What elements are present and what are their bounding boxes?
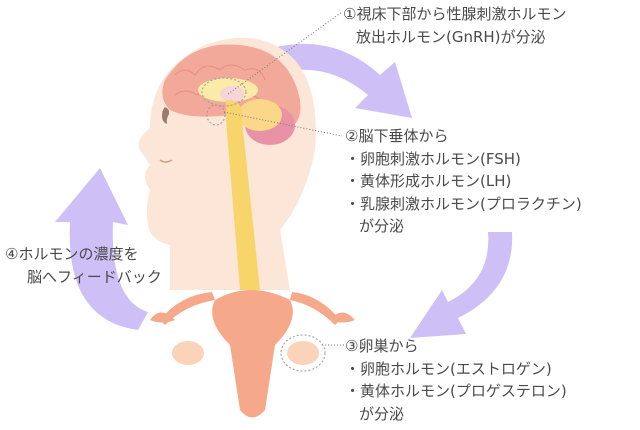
arrow-ovary-to-brain	[55, 168, 148, 330]
pituitary-tail: が分泌	[359, 217, 405, 235]
ovary-item-estrogen: ・卵胞ホルモン(エストロゲン)	[345, 359, 552, 378]
pituitary-label: ②脳下垂体から ・卵胞刺激ホルモン(FSH) ・黄体形成ホルモン(LH) ・乳腺…	[345, 125, 582, 238]
pituitary-title: ②脳下垂体から	[345, 127, 449, 145]
pituitary-item-prolactin: ・乳腺刺激ホルモン(プロラクチン)	[345, 194, 582, 213]
feedback-line1: ④ホルモンの濃度を	[5, 245, 139, 263]
feedback-line2: 脳へフィードバック	[27, 267, 162, 286]
pituitary-item-fsh: ・卵胞刺激ホルモン(FSH)	[345, 149, 521, 168]
hypothalamus-line2: 放出ホルモン(GnRH)が分泌	[356, 27, 546, 46]
head-illustration	[138, 11, 343, 291]
uterus-illustration	[150, 290, 355, 418]
pituitary-item-lh: ・黄体形成ホルモン(LH)	[345, 172, 512, 190]
feedback-label: ④ホルモンの濃度を 脳へフィードバック	[5, 243, 162, 288]
ovary-tail: が分泌	[359, 404, 405, 423]
ovary-title: ③卵巣から	[345, 337, 419, 355]
ovary-item-progesterone: ・黄体ホルモン(プロゲステロン)	[345, 382, 567, 400]
ovary-label: ③卵巣から ・卵胞ホルモン(エストロゲン) ・黄体ホルモン(プロゲステロン) が…	[345, 335, 567, 425]
hypothalamus-line1: ①視床下部から性腺刺激ホルモン	[343, 5, 567, 23]
arrow-pituitary-to-ovary	[410, 232, 513, 338]
hypothalamus-label: ①視床下部から性腺刺激ホルモン 放出ホルモン(GnRH)が分泌	[343, 3, 566, 48]
